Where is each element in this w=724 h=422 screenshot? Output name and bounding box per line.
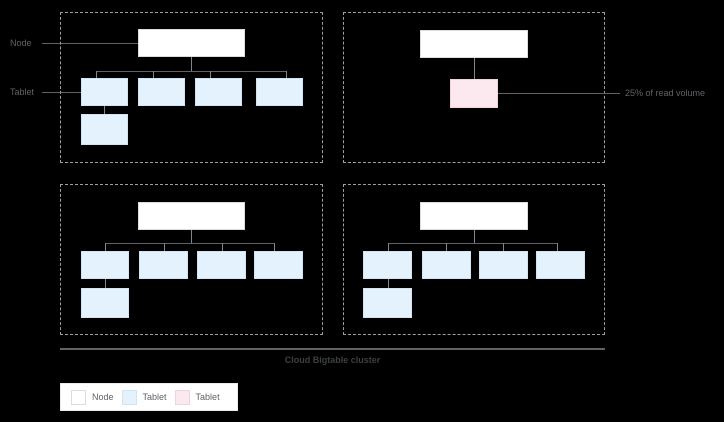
tablet-swatch-icon	[121, 389, 137, 405]
legend: Node Tablet Tablet	[60, 383, 238, 411]
connector-node-3-drop-4	[274, 243, 275, 251]
legend-label-hot-tablet: Tablet	[195, 392, 220, 402]
tablet-box-1-1	[81, 78, 128, 106]
node-group-bottom-left	[60, 184, 323, 335]
connector-node-4-drop-3	[503, 243, 504, 251]
tablet-box-1-3	[195, 78, 242, 106]
node-box-2	[420, 30, 528, 58]
connector-node-1-drop-3	[210, 71, 211, 78]
node-group-top-left	[60, 12, 323, 163]
node-group-bottom-right	[343, 184, 605, 335]
connector-node-1-child-drop	[104, 106, 105, 114]
node-side-label: Node	[10, 38, 32, 48]
connector-node-4-bus	[388, 243, 557, 244]
node-box-1	[138, 29, 245, 57]
connector-node-1-drop-1	[96, 71, 97, 78]
node-swatch-icon	[71, 389, 86, 405]
node-group-top-right	[343, 12, 605, 163]
connector-node-3-child-drop	[105, 279, 106, 288]
node-leader-line	[42, 43, 138, 44]
connector-node-4-drop-1	[388, 243, 389, 251]
legend-item-hot-tablet: Tablet	[174, 389, 220, 405]
hot-tablet-callout-line	[498, 93, 620, 94]
connector-node-1-drop-2	[153, 71, 154, 78]
connector-node-4-drop-2	[446, 243, 447, 251]
connector-node-4-drop-4	[557, 243, 558, 251]
tablet-box-4-3	[479, 251, 528, 279]
cluster-rule	[60, 348, 605, 350]
node-box-4	[420, 202, 528, 230]
hot-tablet-box-2-1	[450, 79, 498, 108]
connector-node-3-drop-1	[105, 243, 106, 251]
tablet-box-3-1	[81, 251, 129, 279]
tablet-box-3-2	[139, 251, 188, 279]
legend-label-node: Node	[92, 392, 114, 402]
connector-node-4-stem	[474, 230, 475, 243]
tablet-side-label: Tablet	[10, 87, 35, 97]
connector-node-3-stem	[191, 230, 192, 243]
connector-node-1-drop-4	[286, 71, 287, 78]
node-box-3	[138, 202, 245, 230]
cluster-caption: Cloud Bigtable cluster	[284, 355, 381, 365]
tablet-box-4-2	[422, 251, 471, 279]
legend-item-tablet: Tablet	[121, 389, 167, 405]
tablet-box-4-5	[363, 288, 412, 318]
connector-node-4-child-drop	[388, 279, 389, 288]
connector-node-3-drop-3	[222, 243, 223, 251]
tablet-box-3-3	[197, 251, 246, 279]
tablet-leader-line	[42, 92, 81, 93]
tablet-box-3-4	[254, 251, 303, 279]
connector-node-3-drop-2	[164, 243, 165, 251]
tablet-box-1-5	[81, 114, 128, 145]
connector-node-1-bus	[96, 71, 286, 72]
connector-node-3-bus	[105, 243, 274, 244]
tablet-box-3-5	[81, 288, 129, 318]
hot-tablet-callout-label: 25% of read volume	[625, 88, 706, 98]
tablet-box-1-4	[256, 78, 303, 106]
hot-tablet-swatch-icon	[174, 389, 190, 405]
connector-node-2-stem	[474, 58, 475, 79]
legend-label-tablet: Tablet	[142, 392, 167, 402]
tablet-box-4-1	[363, 251, 412, 279]
tablet-box-4-4	[536, 251, 585, 279]
tablet-box-1-2	[138, 78, 185, 106]
legend-item-node: Node	[71, 389, 114, 405]
connector-node-1-stem	[191, 57, 192, 71]
